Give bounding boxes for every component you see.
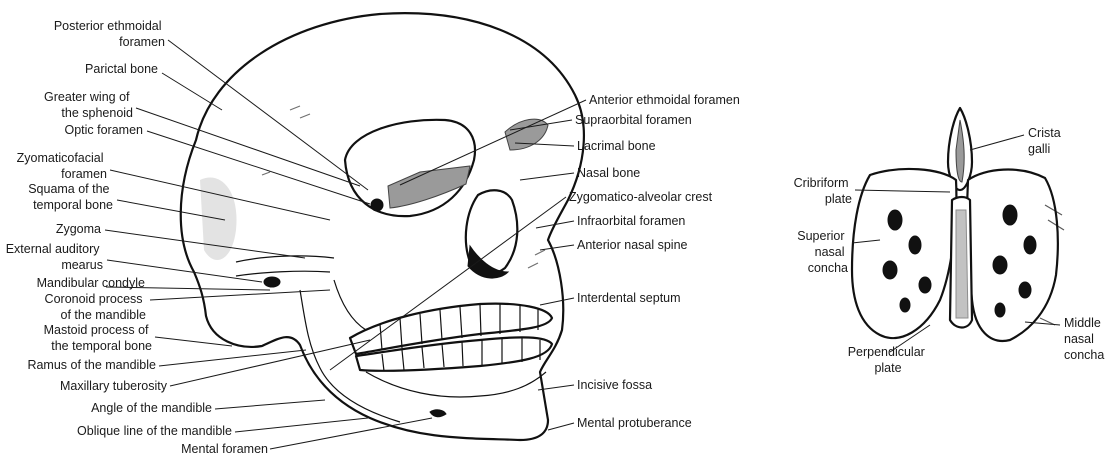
label-parietal-bone: Parictal bone	[85, 62, 158, 76]
label-interdental-septum: Interdental septum	[577, 291, 681, 305]
label-cribriform-plate: Cribriform plate	[794, 176, 852, 206]
label-zygomaticofacial-foramen: Zyomaticofacial foramen	[17, 151, 107, 181]
label-external-auditory-meatus: External auditory mearus	[6, 242, 103, 272]
label-nasal-bone: Nasal bone	[577, 166, 640, 180]
label-optic-foramen: Optic foramen	[64, 123, 143, 137]
label-squama-temporal-bone: Squama of the temporal bone	[28, 182, 113, 212]
label-greater-wing-sphenoid: Greater wing of the sphenoid	[44, 90, 133, 120]
label-mandibular-condyle: Mandibular condyle	[37, 276, 145, 290]
label-maxillary-tuberosity: Maxillary tuberosity	[60, 379, 168, 393]
right-labyrinth	[967, 170, 1058, 341]
label-zygomatico-alveolar-crest: Zygomatico-alveolar crest	[569, 190, 713, 204]
auditory-meatus-mark	[264, 277, 280, 287]
label-lacrimal-bone: Lacrimal bone	[577, 139, 656, 153]
left-labyrinth	[852, 169, 956, 338]
label-posterior-ethmoidal-foramen: Posterior ethmoidal foramen	[54, 19, 165, 49]
label-anterior-ethmoidal-foramen: Anterior ethmoidal foramen	[589, 93, 740, 107]
label-mental-protuberance: Mental protuberance	[577, 416, 692, 430]
label-coronoid-process: Coronoid process of the mandible	[45, 292, 146, 322]
label-anterior-nasal-spine: Anterior nasal spine	[577, 238, 688, 252]
cranium-outline	[181, 13, 584, 440]
label-crista-galli: Crista galli	[1028, 126, 1064, 156]
skull-drawing	[181, 13, 584, 440]
label-angle-mandible: Angle of the mandible	[91, 401, 212, 415]
optic-foramen-mark	[371, 199, 383, 211]
label-zygoma: Zygoma	[56, 222, 101, 236]
label-supraorbital-foramen: Supraorbital foramen	[575, 113, 692, 127]
label-middle-nasal-concha: Middle nasal concha	[1064, 316, 1104, 362]
label-ramus-mandible: Ramus of the mandible	[27, 358, 156, 372]
label-mental-foramen: Mental foramen	[181, 442, 268, 456]
label-incisive-fossa: Incisive fossa	[577, 378, 652, 392]
label-infraorbital-foramen: Infraorbital foramen	[577, 214, 685, 228]
label-oblique-line: Oblique line of the mandible	[77, 424, 232, 438]
label-mastoid-process: Mastoid process of the temporal bone	[44, 323, 152, 353]
label-perpendicular-plate: Perpendicular plate	[848, 345, 929, 375]
label-superior-nasal-concha: Superior nasal concha	[797, 229, 848, 275]
